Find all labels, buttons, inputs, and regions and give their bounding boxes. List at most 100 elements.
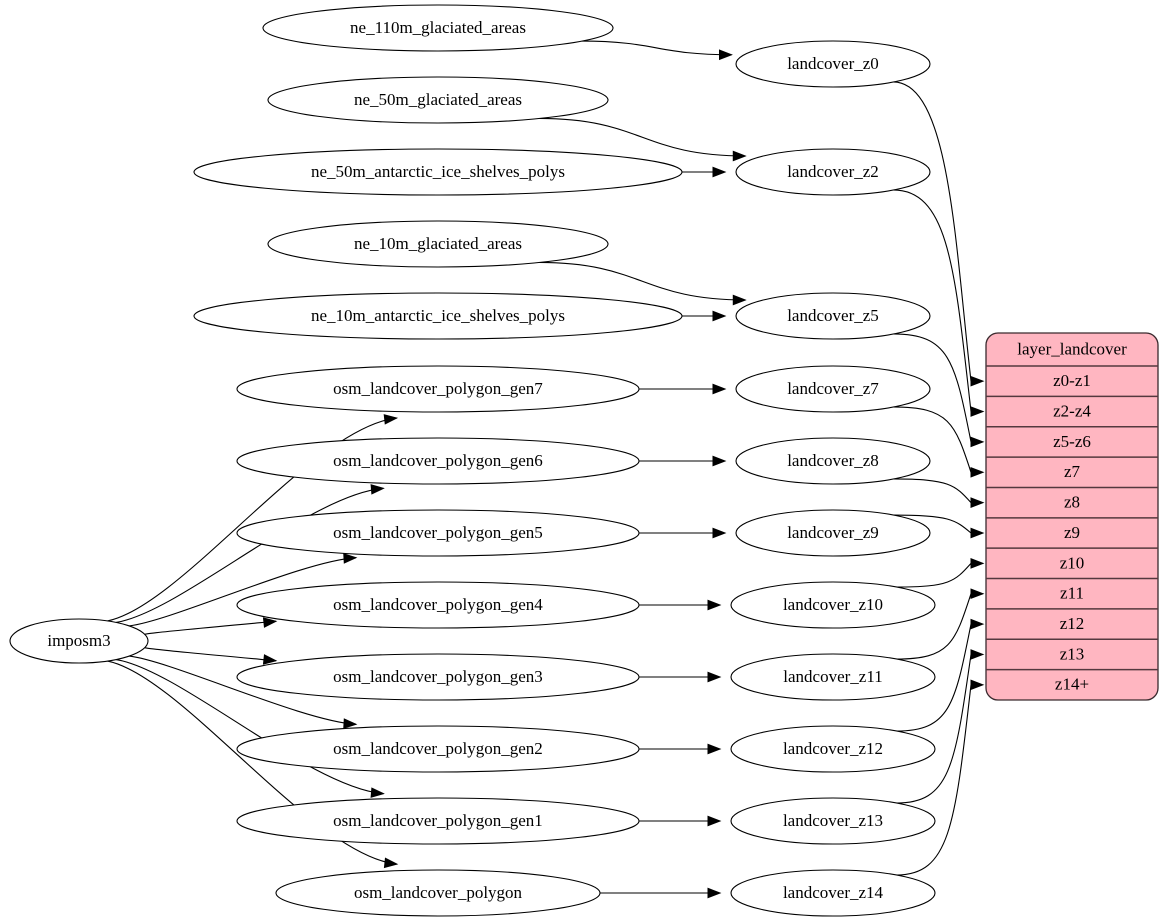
edge-landcover_z13-to-z13 (896, 654, 972, 804)
edge-imposm3-to-osm_landcover_polygon (107, 660, 397, 865)
node-ne_50m_glaciated_areas[interactable]: ne_50m_glaciated_areas (267, 76, 609, 124)
source-node-shape (193, 148, 683, 196)
source-node-shape (262, 4, 614, 52)
layer-node-shape (730, 869, 936, 917)
layer-node-shape (735, 292, 931, 340)
edge-imposm3-to-osm_landcover_polygon_gen6 (115, 487, 384, 623)
table-row-z2-z4[interactable]: z2-z4 (1053, 401, 1091, 420)
edge-arrowhead (970, 618, 985, 630)
node-landcover_z11[interactable]: landcover_z11 (730, 653, 936, 701)
source-node-shape (236, 797, 640, 845)
node-landcover_z7[interactable]: landcover_z7 (735, 365, 931, 413)
node-landcover_z13[interactable]: landcover_z13 (730, 797, 936, 845)
source-node-shape (236, 581, 640, 629)
table-layer_landcover[interactable]: layer_landcover z0-z1 z2-z4 z5-z6 z7 z8 z9 z10 z… (985, 332, 1159, 701)
edge-arrowhead (970, 466, 985, 478)
node-label: ne_50m_glaciated_areas (354, 90, 522, 109)
edge-arrowhead (707, 815, 722, 827)
node-landcover_z9[interactable]: landcover_z9 (735, 509, 931, 557)
edge-imposm3-to-osm_landcover_polygon_gen1 (115, 659, 384, 795)
edge-arrowhead (970, 436, 985, 448)
edge-arrowhead (732, 294, 747, 306)
node-osm_landcover_polygon_gen4[interactable]: osm_landcover_polygon_gen4 (236, 581, 640, 629)
edge-landcover_z10-to-z10 (896, 562, 972, 588)
node-label: osm_landcover_polygon_gen6 (333, 451, 543, 470)
table-row-z7[interactable]: z7 (1064, 462, 1081, 481)
table-row-z11[interactable]: z11 (1060, 584, 1084, 603)
node-label: osm_landcover_polygon_gen7 (333, 379, 543, 398)
edge-imposm3-to-osm_landcover_polygon_gen2 (129, 655, 357, 725)
edge-arrowhead (707, 887, 722, 899)
edge-arrowhead (262, 654, 278, 665)
edge-imposm3-to-osm_landcover_polygon_gen3 (144, 647, 276, 662)
table-row-z9[interactable]: z9 (1064, 523, 1080, 542)
edge-arrowhead (383, 414, 399, 425)
table-row-z12[interactable]: z12 (1060, 614, 1085, 633)
edge-arrowhead (970, 527, 985, 539)
edge-arrowhead (343, 553, 358, 564)
source-node-shape (236, 365, 640, 413)
node-label: landcover_z12 (783, 739, 883, 758)
node-label: landcover_z8 (787, 451, 879, 470)
node-osm_landcover_polygon_gen5[interactable]: osm_landcover_polygon_gen5 (236, 509, 640, 557)
layer-node-shape (730, 725, 936, 773)
node-label: landcover_z0 (787, 54, 879, 73)
table-row-z8[interactable]: z8 (1064, 493, 1080, 512)
source-node-shape (236, 725, 640, 773)
table-row-z0-z1[interactable]: z0-z1 (1053, 371, 1091, 390)
node-osm_landcover_polygon[interactable]: osm_landcover_polygon (275, 869, 601, 917)
edge-arrowhead (712, 527, 727, 539)
node-landcover_z10[interactable]: landcover_z10 (730, 581, 936, 629)
edge-landcover_z14-to-z14+ (896, 684, 972, 876)
layer-node-shape (735, 365, 931, 413)
edge-ne_110m_glaciated_areas-to-landcover_z0 (581, 40, 732, 56)
table-row-z13[interactable]: z13 (1060, 644, 1085, 663)
node-ne_110m_glaciated_areas[interactable]: ne_110m_glaciated_areas (262, 4, 614, 52)
edge-arrowhead (262, 617, 278, 628)
edge-landcover_z9-to-z9 (893, 514, 972, 534)
edge-imposm3-to-osm_landcover_polygon_gen7 (107, 417, 397, 622)
table-header-label: layer_landcover (1017, 339, 1127, 358)
node-landcover_z8[interactable]: landcover_z8 (735, 437, 931, 485)
node-landcover_z12[interactable]: landcover_z12 (730, 725, 936, 773)
edge-arrowhead (343, 718, 358, 729)
source-node-shape (9, 618, 149, 664)
node-ne_10m_antarctic_ice_shelves_polys[interactable]: ne_10m_antarctic_ice_shelves_polys (193, 292, 683, 340)
edge-arrowhead (707, 743, 722, 755)
node-osm_landcover_polygon_gen2[interactable]: osm_landcover_polygon_gen2 (236, 725, 640, 773)
node-landcover_z14[interactable]: landcover_z14 (730, 869, 936, 917)
edge-arrowhead (732, 150, 747, 162)
edge-landcover_z7-to-z7 (893, 406, 972, 473)
edge-arrowhead (970, 558, 985, 569)
edge-arrowhead (970, 406, 985, 417)
node-imposm3[interactable]: imposm3 (9, 618, 149, 664)
node-label: landcover_z13 (783, 811, 883, 830)
table-row-z10[interactable]: z10 (1060, 553, 1085, 572)
node-label: osm_landcover_polygon_gen3 (333, 667, 543, 686)
node-landcover_z0[interactable]: landcover_z0 (735, 40, 931, 88)
table-row-z5-z6[interactable]: z5-z6 (1053, 432, 1091, 451)
edge-ne_10m_glaciated_areas-to-landcover_z5 (539, 261, 746, 301)
node-label: ne_10m_glaciated_areas (354, 234, 522, 253)
node-landcover_z2[interactable]: landcover_z2 (735, 148, 931, 196)
node-osm_landcover_polygon_gen6[interactable]: osm_landcover_polygon_gen6 (236, 437, 640, 485)
node-label: landcover_z5 (787, 306, 879, 325)
table-row-z14+[interactable]: z14+ (1055, 675, 1089, 694)
node-landcover_z5[interactable]: landcover_z5 (735, 292, 931, 340)
source-node-shape (236, 437, 640, 485)
edge-arrowhead (970, 649, 985, 660)
node-osm_landcover_polygon_gen1[interactable]: osm_landcover_polygon_gen1 (236, 797, 640, 845)
node-label: ne_110m_glaciated_areas (350, 18, 526, 37)
edge-arrowhead (383, 857, 399, 869)
node-label: osm_landcover_polygon (354, 883, 523, 902)
node-ne_10m_glaciated_areas[interactable]: ne_10m_glaciated_areas (267, 220, 609, 268)
node-osm_landcover_polygon_gen3[interactable]: osm_landcover_polygon_gen3 (236, 653, 640, 701)
edge-arrowhead (712, 455, 727, 467)
node-ne_50m_antarctic_ice_shelves_polys[interactable]: ne_50m_antarctic_ice_shelves_polys (193, 148, 683, 196)
node-label: landcover_z2 (787, 162, 879, 181)
layer-node-shape (735, 40, 931, 88)
layer-node-shape (730, 653, 936, 701)
edge-landcover_z8-to-z8 (893, 478, 972, 504)
node-osm_landcover_polygon_gen7[interactable]: osm_landcover_polygon_gen7 (236, 365, 640, 413)
